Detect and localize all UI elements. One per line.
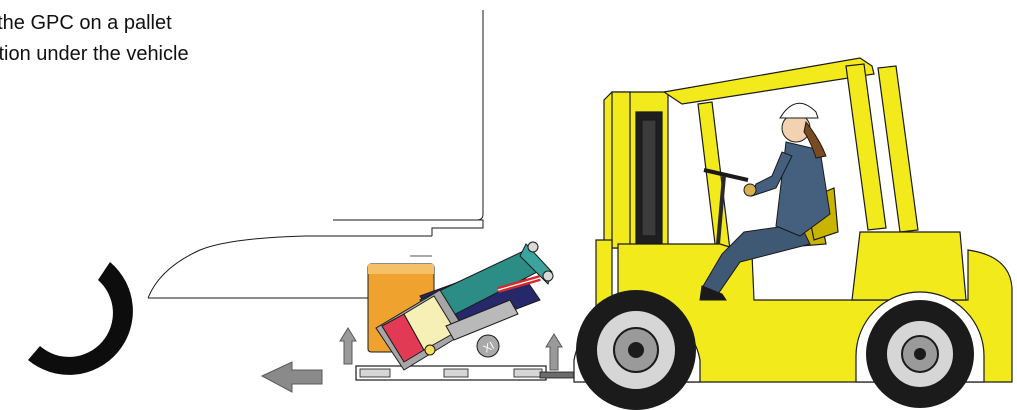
forklift-rear-wheel [866,300,974,408]
left-arrow-icon [262,362,322,392]
vehicle-wheel [28,262,133,375]
up-arrow-icon [546,334,562,370]
pallet [356,366,610,380]
vehicle-body [148,10,483,298]
forklift-operator [700,114,830,300]
forklift-front-wheel [576,290,696,410]
hard-hat-icon [780,103,818,118]
gpc-unit: XI [368,242,553,370]
up-arrow-icon [340,328,356,364]
